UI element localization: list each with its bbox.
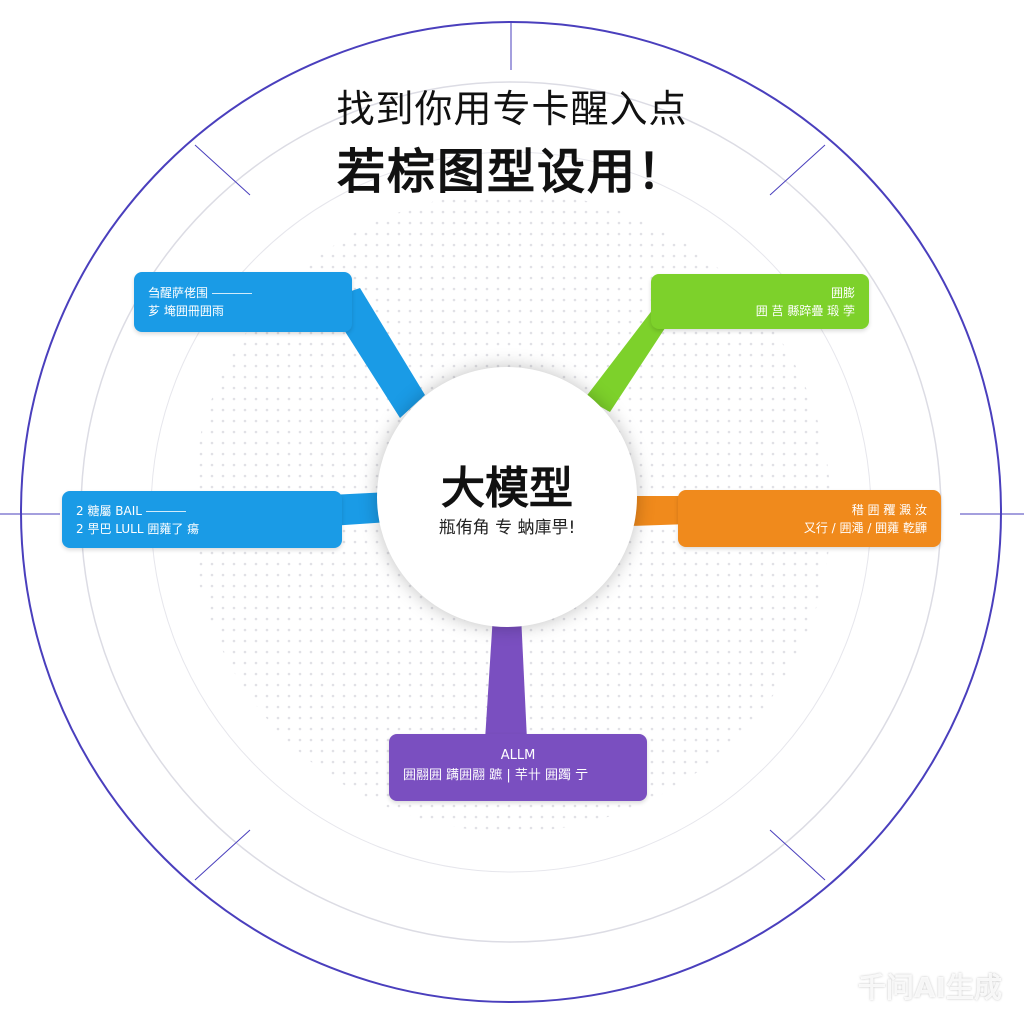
branch-bottom[interactable]: ALLM 囲翮囲 蹒囲翮 蹠 | 芉卄 囲躅 亍 [389, 734, 647, 801]
branch-middle-left-underline [145, 511, 186, 512]
branch-middle-right-line-1: 稓 囲 矡 澱 汝 [851, 503, 927, 517]
branch-top-right[interactable]: 囲膨 囲 莒 縣踤疊 瑖 茡 [651, 274, 869, 329]
branch-top-left[interactable]: 刍醒萨佬围 芗 埯囲冊囲雨 [134, 272, 352, 332]
branch-middle-right[interactable]: 稓 囲 矡 澱 汝 又行 / 囲澠 / 囲蕹 亁鼲 [678, 490, 941, 547]
branch-top-left-underline [212, 293, 253, 294]
branch-bottom-line-1: ALLM [500, 748, 536, 763]
branch-top-left-line-1: 刍醒萨佬围 [148, 284, 338, 302]
title-line-1: 找到你用专卡醒入点 [336, 87, 688, 131]
connector-middle-left [330, 492, 390, 526]
connector-bottom [485, 615, 527, 740]
center-node[interactable]: 大模型 瓶侑角 专 蚋庫甼! [377, 367, 637, 627]
title-line-2: 若棕图型设用！ [336, 144, 687, 200]
diag-tick-bl [194, 829, 251, 881]
branch-middle-left-line-1: 2 糖屬 BAIL [76, 502, 328, 520]
branch-middle-left-text-1: 2 糖屬 BAIL [76, 504, 142, 518]
branch-middle-right-line-2: 又行 / 囲澠 / 囲蕹 亁鼲 [803, 521, 927, 535]
branch-middle-left[interactable]: 2 糖屬 BAIL 2 甼巴 LULL 囲蕹了 瘍 [62, 491, 342, 548]
center-title: 大模型 [441, 463, 573, 514]
branch-middle-left-line-2: 2 甼巴 LULL 囲蕹了 瘍 [76, 522, 200, 536]
watermark: 千问AI生成 [857, 971, 1002, 1004]
diag-tick-tl [194, 144, 251, 196]
center-subtitle: 瓶侑角 专 蚋庫甼! [438, 518, 576, 538]
branch-top-right-line-1: 囲膨 [830, 286, 855, 300]
connector-middle-right [630, 496, 690, 526]
branch-bottom-line-2: 囲翮囲 蹒囲翮 蹠 | 芉卄 囲躅 亍 [403, 768, 589, 783]
branch-top-left-line-2: 芗 埯囲冊囲雨 [148, 304, 224, 318]
branch-top-left-text-1: 刍醒萨佬围 [148, 286, 209, 300]
branch-top-right-line-2: 囲 莒 縣踤疊 瑖 茡 [755, 304, 855, 318]
diag-tick-tr [769, 144, 826, 196]
diag-tick-br [769, 829, 826, 881]
